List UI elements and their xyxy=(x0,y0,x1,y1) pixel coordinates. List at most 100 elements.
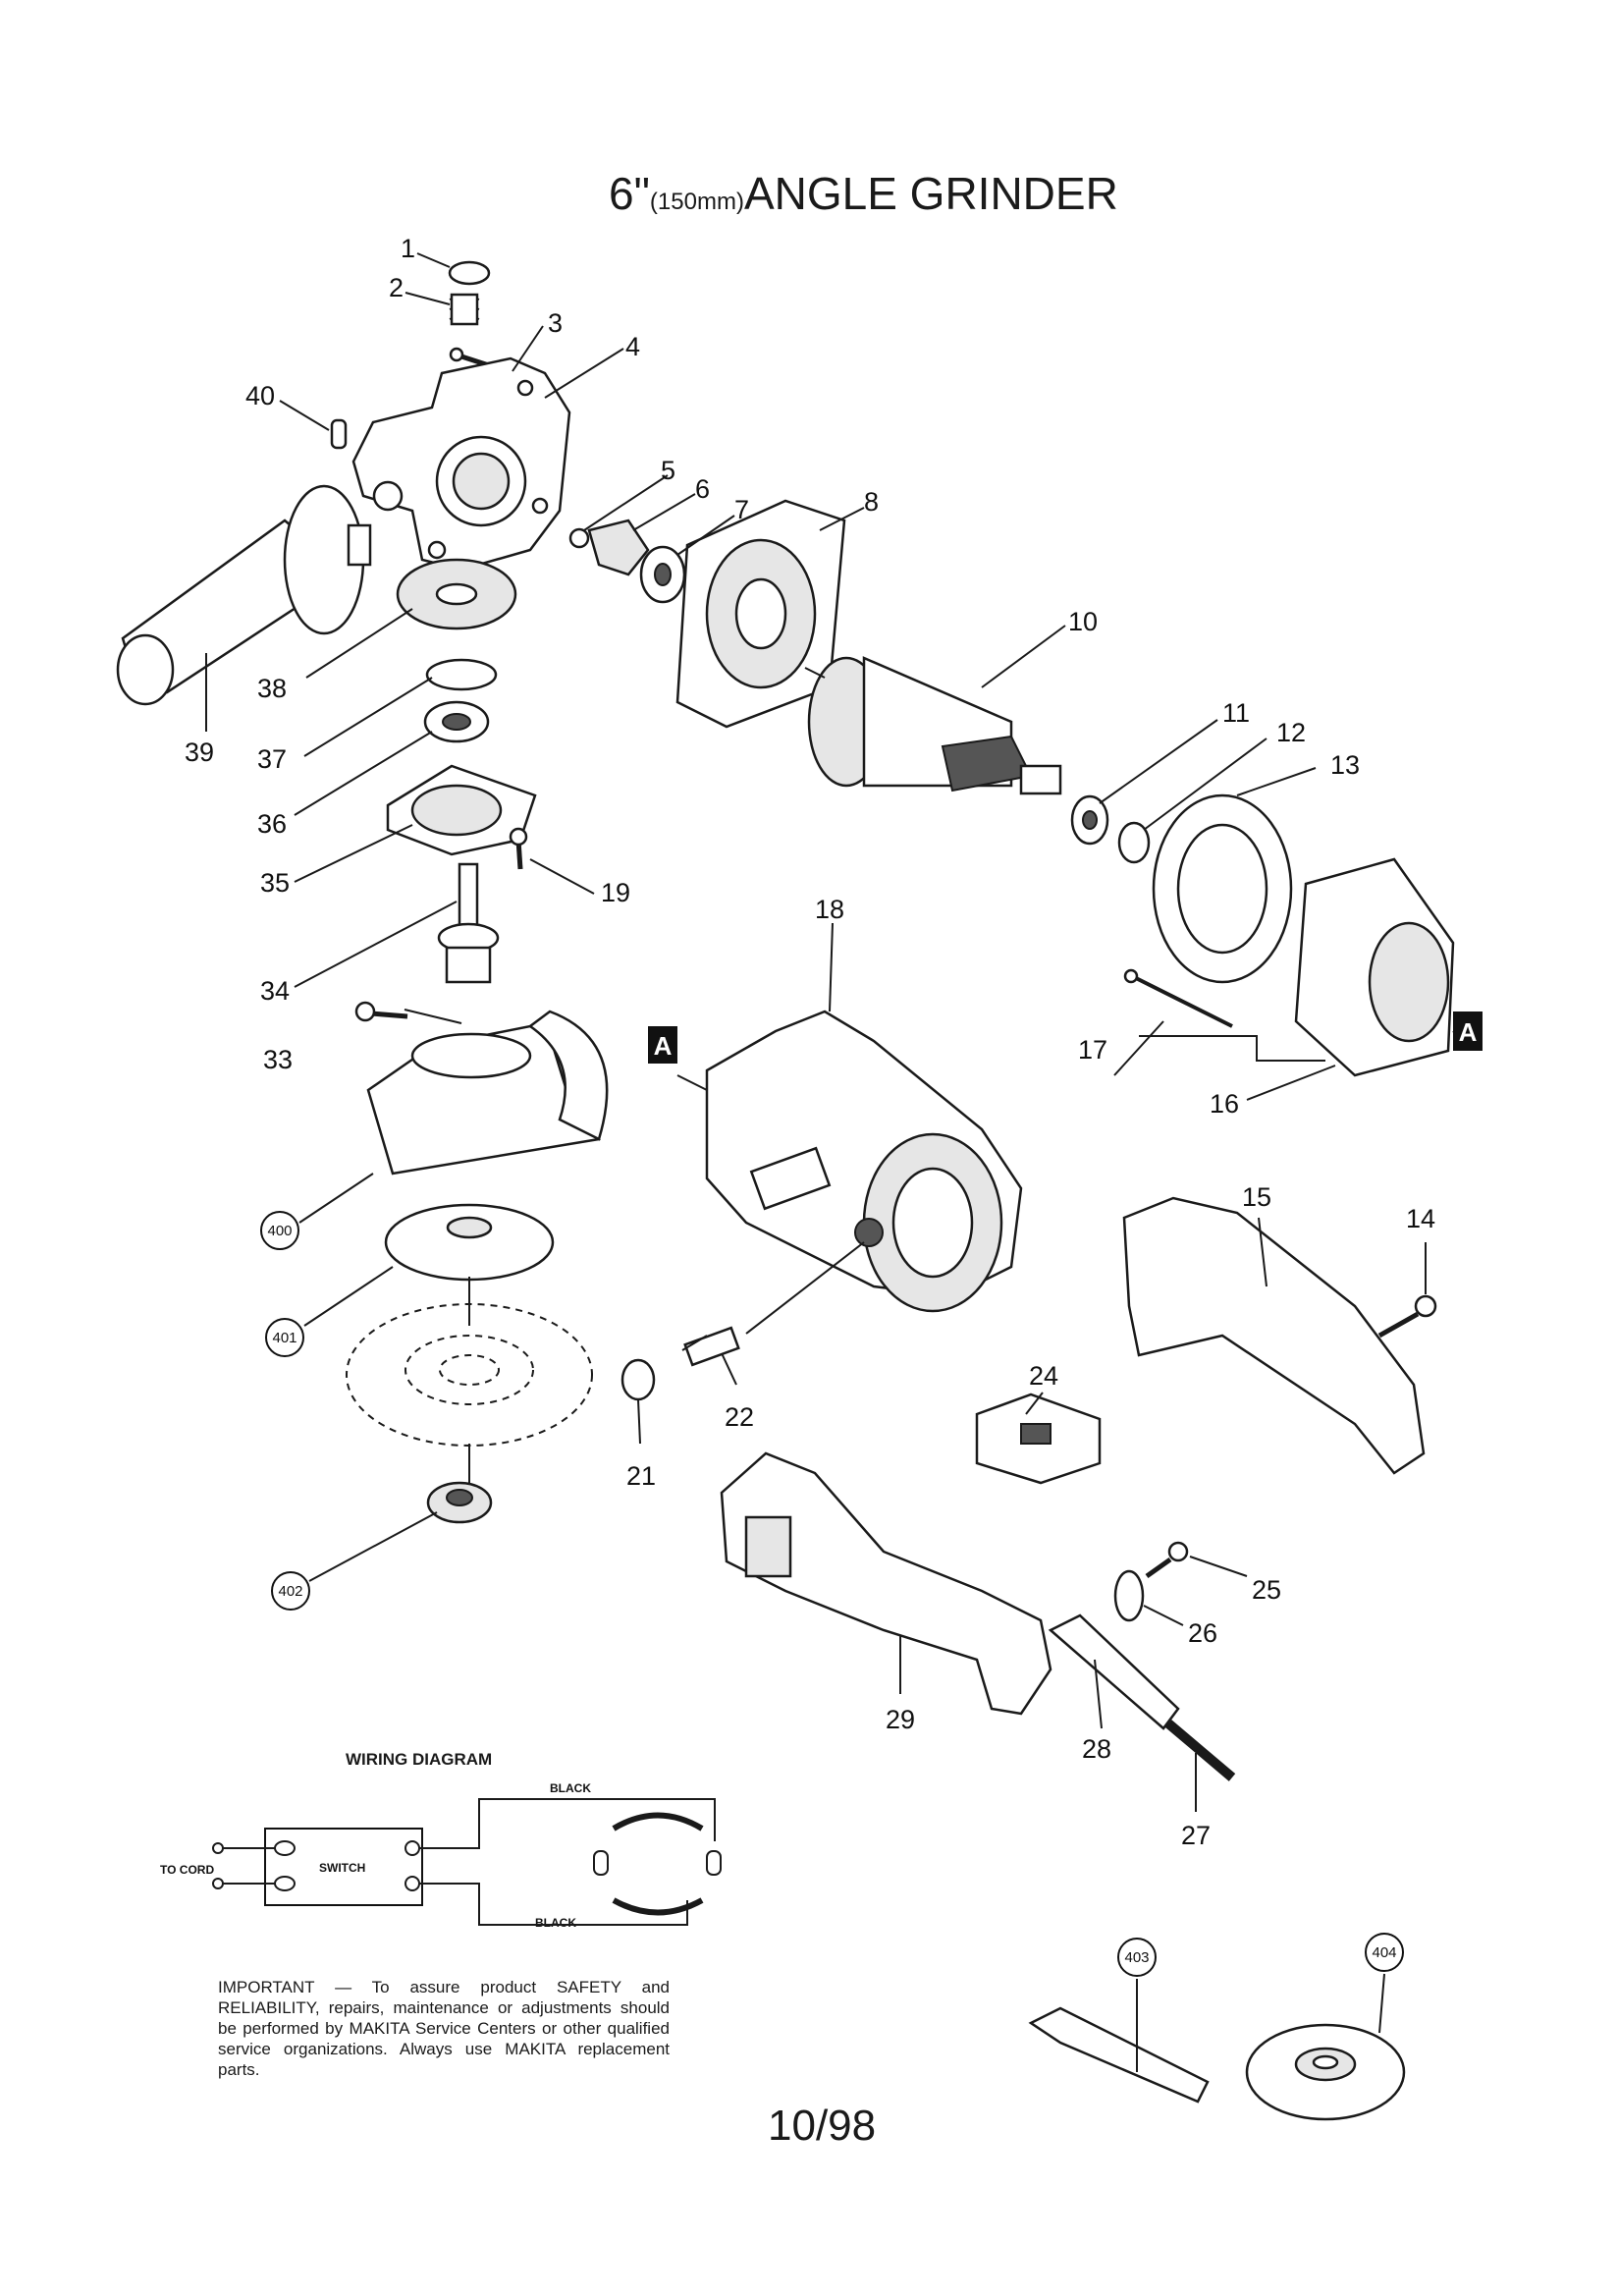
part-pinion-gear-6 xyxy=(587,519,650,576)
part-lock-nut-402 xyxy=(426,1481,493,1524)
part-pin-40 xyxy=(330,418,348,450)
wiring-switch-box xyxy=(264,1828,423,1906)
label-part-22: 22 xyxy=(725,1402,754,1432)
diagram-title: 6"(150mm)ANGLE GRINDER xyxy=(609,167,1118,220)
part-insulation-washer-12 xyxy=(1117,821,1151,864)
label-part-21: 21 xyxy=(626,1461,656,1491)
circled-label-403: 403 xyxy=(1117,1938,1157,1977)
circled-label-400: 400 xyxy=(260,1211,299,1250)
part-number-labels: 1 2 3 4 40 5 6 7 8 10 11 12 13 38 39 37 … xyxy=(185,234,1435,1850)
wiring-black-bottom-label: BLACK xyxy=(535,1916,576,1930)
label-part-29: 29 xyxy=(886,1705,915,1734)
label-part-16: 16 xyxy=(1210,1089,1239,1119)
leader-lines xyxy=(205,252,1464,2072)
part-gear-housing xyxy=(351,356,571,572)
part-handle-29 xyxy=(720,1451,1052,1716)
section-marker-a-right: A xyxy=(1453,1011,1483,1051)
part-screw-19 xyxy=(509,827,528,870)
label-part-4: 4 xyxy=(625,332,640,361)
label-part-34: 34 xyxy=(260,976,290,1006)
part-screw-17 xyxy=(1123,968,1233,1028)
label-part-27: 27 xyxy=(1181,1821,1211,1850)
part-screw-33 xyxy=(354,1001,408,1022)
part-cap xyxy=(448,260,491,286)
part-retaining-ring-5 xyxy=(568,527,590,549)
wiring-switch-label: SWITCH xyxy=(319,1861,365,1875)
part-brush-holder-13 xyxy=(1152,793,1293,984)
label-part-6: 6 xyxy=(695,474,710,504)
part-cord-guard-28 xyxy=(1048,1613,1180,1730)
label-part-28: 28 xyxy=(1082,1734,1111,1764)
label-part-11: 11 xyxy=(1222,698,1250,728)
part-spindle-34 xyxy=(437,862,500,984)
label-part-24: 24 xyxy=(1029,1361,1058,1391)
label-part-25: 25 xyxy=(1252,1575,1281,1605)
section-marker-a-left-label: A xyxy=(654,1031,673,1061)
part-inner-flange-401 xyxy=(384,1203,555,1282)
part-motor-housing xyxy=(705,1010,1023,1313)
part-cord-27 xyxy=(1164,1720,1236,1781)
label-part-14: 14 xyxy=(1406,1204,1435,1233)
part-screw-14 xyxy=(1377,1294,1437,1339)
wiring-to-cord-label: TO CORD xyxy=(160,1863,214,1877)
title-size-inch: 6" xyxy=(609,168,650,219)
label-part-36: 36 xyxy=(257,809,287,839)
label-part-37: 37 xyxy=(257,744,287,774)
wiring-diagram: SWITCH TO CORD BLACK BLACK xyxy=(160,1781,722,1930)
label-part-40: 40 xyxy=(245,381,275,410)
wiring-diagram-title: WIRING DIAGRAM xyxy=(346,1750,493,1769)
label-part-17: 17 xyxy=(1078,1035,1107,1065)
bracket-line-17 xyxy=(1139,1035,1325,1062)
title-product: ANGLE GRINDER xyxy=(743,168,1118,219)
part-bearing-11 xyxy=(1070,794,1109,846)
label-part-38: 38 xyxy=(257,674,287,703)
part-wheel-guard-400 xyxy=(366,1010,609,1175)
part-spring xyxy=(449,293,480,326)
part-bearing-box xyxy=(675,499,846,729)
revision-date: 10/98 xyxy=(768,2102,877,2150)
part-bearing-36 xyxy=(423,700,490,743)
part-carbon-brush-22 xyxy=(681,1326,740,1367)
part-brush-holder-cap-21 xyxy=(620,1358,656,1401)
label-part-3: 3 xyxy=(548,308,563,338)
part-field xyxy=(1294,857,1455,1077)
part-armature xyxy=(804,656,1062,795)
svg-text:403: 403 xyxy=(1124,1949,1149,1966)
label-part-19: 19 xyxy=(601,878,630,907)
part-side-grip xyxy=(116,484,372,706)
part-switch-lever-15 xyxy=(1122,1196,1426,1475)
part-cord-clamp-26 xyxy=(1113,1569,1145,1622)
label-part-33: 33 xyxy=(263,1045,293,1074)
circled-label-404: 404 xyxy=(1365,1933,1404,1972)
part-switch-24 xyxy=(975,1393,1102,1485)
svg-text:400: 400 xyxy=(267,1223,292,1239)
title-size-mm: (150mm) xyxy=(649,189,744,215)
section-marker-a-right-label: A xyxy=(1459,1017,1478,1047)
label-part-10: 10 xyxy=(1068,607,1098,636)
part-screw-25 xyxy=(1145,1541,1189,1579)
wiring-black-top-label: BLACK xyxy=(550,1781,591,1795)
safety-notice: IMPORTANT — To assure product SAFETY and… xyxy=(218,1978,670,2079)
part-spiral-bevel-gear-38 xyxy=(396,558,517,630)
label-part-18: 18 xyxy=(815,895,844,924)
label-part-12: 12 xyxy=(1276,718,1306,747)
circled-label-402: 402 xyxy=(271,1571,310,1611)
label-part-35: 35 xyxy=(260,868,290,898)
label-part-1: 1 xyxy=(401,234,415,263)
label-part-15: 15 xyxy=(1242,1182,1271,1212)
label-part-5: 5 xyxy=(661,456,675,485)
label-part-8: 8 xyxy=(864,487,879,517)
label-part-13: 13 xyxy=(1330,750,1360,780)
svg-text:402: 402 xyxy=(278,1583,302,1600)
circled-labels: 400 401 402 403 404 xyxy=(260,1211,1404,1977)
label-part-2: 2 xyxy=(389,273,404,302)
svg-text:404: 404 xyxy=(1372,1944,1396,1961)
label-part-7: 7 xyxy=(734,495,749,524)
circled-label-401: 401 xyxy=(265,1318,304,1357)
label-part-39: 39 xyxy=(185,738,214,767)
part-retaining-ring-37 xyxy=(425,658,498,691)
section-marker-a-left: A xyxy=(648,1026,677,1064)
label-part-26: 26 xyxy=(1188,1618,1217,1648)
part-depressed-center-wheel-404 xyxy=(1245,2023,1406,2121)
